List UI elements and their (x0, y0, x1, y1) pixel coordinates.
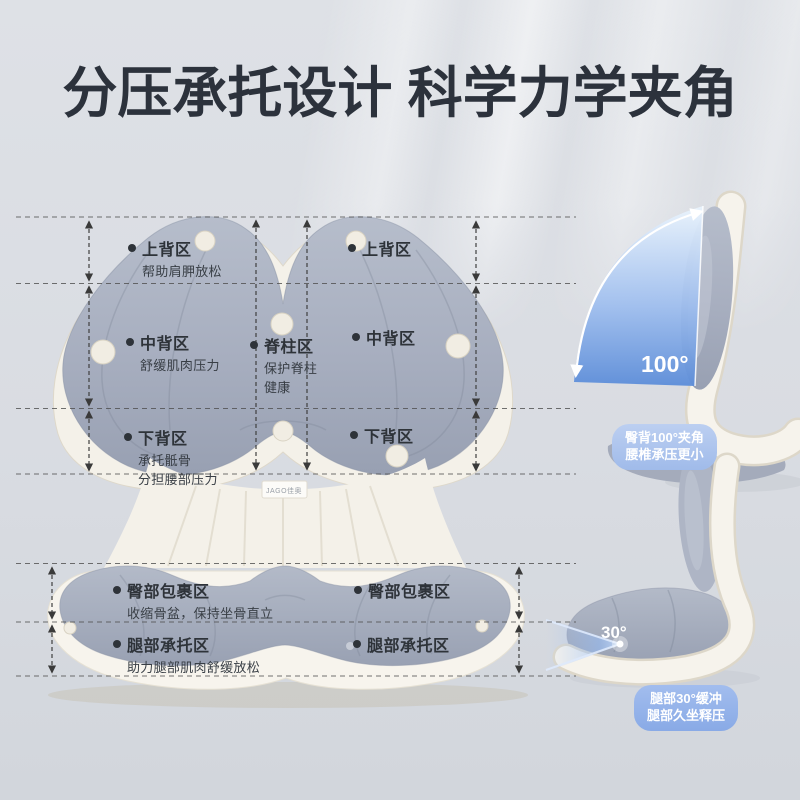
brand-tag-label: JAGO佳奥 (266, 486, 302, 495)
zone-dot (354, 586, 362, 594)
zone-label-leg-support-right: 腿部承托区 (353, 632, 450, 656)
zone-dot (352, 333, 360, 341)
zone-dot (348, 244, 356, 252)
zone-label-lower-back-right: 下背区 (350, 423, 414, 447)
zone-dot (350, 431, 358, 439)
zone-label-upper-back-left: 上背区 帮助肩胛放松 (128, 236, 222, 281)
zone-label-lower-back-left: 下背区 承托骶骨 分担腰部压力 (124, 425, 218, 489)
brand-tag (261, 480, 308, 499)
zone-label-hip-wrap-left: 臀部包裹区 收缩骨盆，保持坐骨直立 (113, 578, 273, 623)
angle-value-100: 100° (641, 351, 689, 377)
zone-label-mid-back-right: 中背区 (352, 325, 416, 349)
side-view-30: 30° (545, 448, 760, 688)
angle-value-30: 30° (601, 623, 627, 642)
angle-wedge-100 (574, 206, 703, 386)
zone-dot (113, 586, 121, 594)
angle-beam-30 (546, 618, 622, 672)
zone-label-mid-back-left: 中背区 舒缓肌肉压力 (126, 330, 220, 375)
zone-label-spine: 脊柱区 保护脊柱 健康 (250, 333, 317, 397)
zone-dot (128, 244, 136, 252)
zone-label-hip-wrap-right: 臀部包裹区 (354, 578, 451, 602)
zone-dot (353, 640, 361, 648)
zone-dot (113, 640, 121, 648)
zone-dot (126, 338, 134, 346)
badge-leg-angle: 腿部30°缓冲 腿部久坐释压 (634, 685, 739, 731)
page-title: 分压承托设计 科学力学夹角 (62, 62, 738, 124)
zone-dot (250, 341, 258, 349)
badge-back-angle: 臀背100°夹角 腰椎承压更小 (612, 424, 717, 470)
zone-label-upper-back-right: 上背区 (348, 236, 412, 260)
zone-dot (124, 433, 132, 441)
zone-label-leg-support-left: 腿部承托区 助力腿部肌肉舒缓放松 (113, 632, 260, 677)
